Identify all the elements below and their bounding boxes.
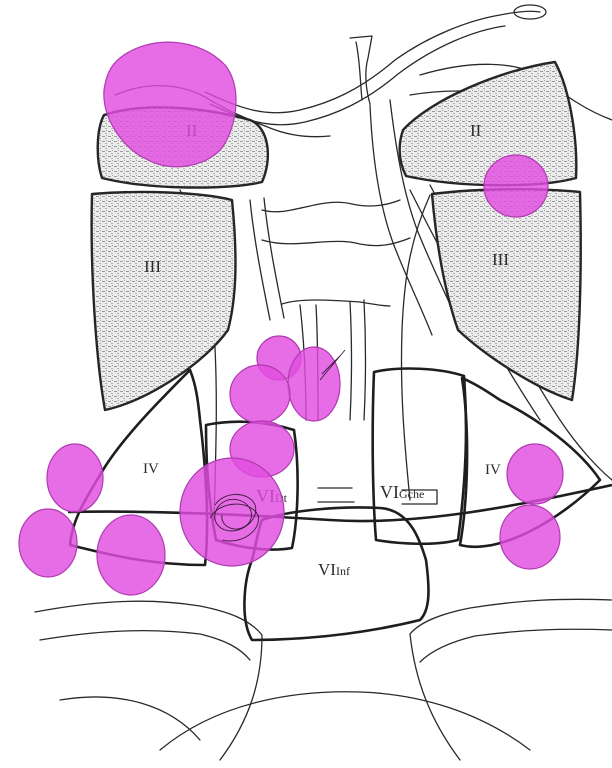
node-iv-left-upper	[47, 444, 103, 512]
node-central-3	[230, 365, 290, 423]
lower-left-vessel	[60, 697, 200, 740]
larynx-lower	[282, 300, 390, 306]
level-ii-right: II	[400, 62, 577, 185]
node-vi-right-large	[180, 458, 284, 566]
aortic-arch	[160, 692, 530, 750]
level-iii-right: III	[432, 189, 581, 400]
node-ii-right	[484, 155, 548, 217]
label-ii-right: II	[470, 121, 482, 140]
node-iv-left-lower	[97, 515, 165, 595]
thoracic-duct	[350, 36, 372, 104]
level-iii-left: III	[92, 192, 236, 410]
label-iii-right: III	[492, 250, 509, 269]
jugular-right	[401, 195, 430, 500]
node-central-2	[288, 347, 340, 421]
larynx-upper	[262, 200, 400, 212]
node-iv-left-middle	[19, 509, 77, 577]
label-vi-left: VIGche	[380, 482, 424, 502]
label-iii-left: III	[144, 257, 161, 276]
label-iv-left: IV	[143, 461, 159, 477]
node-iv-right-upper	[507, 444, 563, 504]
brachiocephalic-trunk	[220, 634, 460, 760]
label-vi-inferior: VIInf	[318, 560, 350, 579]
subclavian-right	[410, 599, 612, 662]
label-iv-right: IV	[485, 462, 501, 478]
larynx-mid	[262, 238, 410, 246]
node-iv-right-lower	[500, 505, 560, 569]
subclavian-left	[35, 601, 262, 660]
carotid-left	[250, 198, 284, 320]
trachea-right	[350, 300, 366, 420]
